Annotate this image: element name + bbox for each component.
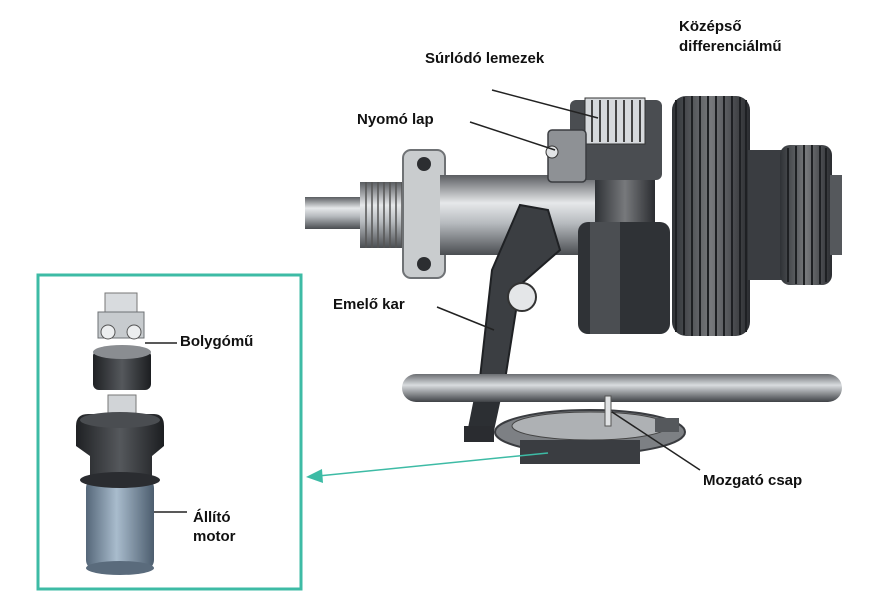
leader-lever-arm	[436, 306, 495, 331]
pressure-plate-pin	[545, 145, 559, 159]
center-diff-teeth	[675, 96, 747, 336]
motor-label-line1: Állító	[193, 509, 231, 526]
output-shaft-end	[830, 175, 842, 255]
center-diff-label-line2: differenciálmű	[679, 38, 782, 55]
sun-gear	[107, 394, 137, 416]
lever-pivot	[507, 282, 537, 312]
connector-arrowhead	[306, 469, 323, 483]
motor-body	[86, 478, 154, 570]
pressure-plate-label: Nyomó lap	[357, 111, 434, 128]
actuator-base	[520, 440, 640, 464]
ring-gear	[93, 350, 151, 390]
motor-cup-rim	[80, 412, 160, 428]
bearing-bolt-bottom	[417, 257, 431, 271]
friction-plate-lines	[591, 100, 641, 142]
actuator-tab	[655, 418, 679, 432]
motor-flange	[80, 472, 160, 488]
lever-foot	[464, 426, 494, 442]
leader-pressure-plate	[469, 121, 556, 151]
inset-frame	[36, 273, 303, 591]
motor-label-line2: motor	[193, 528, 236, 545]
planet-gear-1	[100, 324, 116, 340]
motor-cup	[76, 414, 164, 490]
leader-friction-plates	[491, 89, 599, 119]
actuator-disc-top	[511, 411, 669, 441]
input-shaft	[305, 197, 365, 229]
motor-base	[86, 561, 154, 575]
friction-plates-label: Súrlódó lemezek	[425, 50, 545, 67]
ring-gear-top	[93, 345, 151, 359]
thread-ridges	[365, 182, 403, 248]
leader-actuating-pin	[611, 411, 701, 471]
planet-gear-2	[126, 324, 142, 340]
inset-connector	[306, 452, 549, 483]
guide-rod	[402, 374, 842, 402]
motor-assembly	[76, 292, 164, 575]
clutch-drum-highlight	[590, 222, 620, 334]
lever-arm-label: Emelő kar	[333, 296, 405, 313]
bearing-bolt-top	[417, 157, 431, 171]
planetary-gear-label: Bolygómű	[180, 333, 254, 350]
lever-arm	[478, 203, 562, 382]
actuating-pin	[604, 395, 612, 427]
leader-lines	[140, 89, 701, 513]
actuating-pin-label: Mozgató csap	[703, 472, 803, 489]
output-gear-teeth	[787, 145, 827, 285]
center-diff-label-line1: Középső	[679, 18, 742, 35]
main-assembly	[305, 96, 842, 464]
